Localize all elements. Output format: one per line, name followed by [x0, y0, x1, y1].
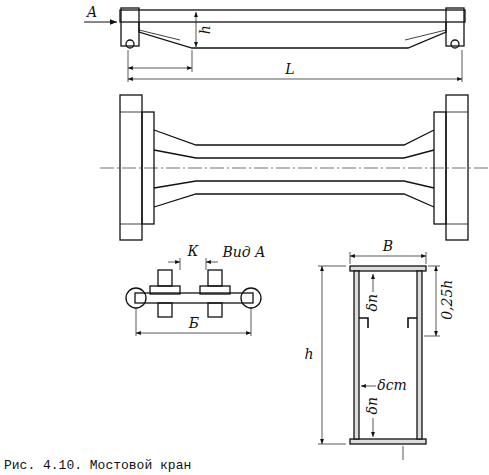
- drawing-label: h: [303, 347, 314, 362]
- crane-elevation: [84, 8, 465, 82]
- drawing-label: Вид А: [221, 245, 266, 260]
- drawing-label: 0,25h: [440, 279, 455, 321]
- drawing-label: В: [382, 239, 394, 254]
- girder-section: [318, 252, 440, 460]
- drawing-label: К: [187, 244, 200, 259]
- drawing-label: h: [198, 24, 213, 35]
- drawing-label: δп: [365, 396, 380, 415]
- figure-caption: Рис. 4.10. Мостовой кран: [4, 458, 191, 473]
- drawing-label: δст: [376, 378, 408, 393]
- drawing-label: Б: [188, 316, 200, 331]
- drawing-label: A: [86, 5, 98, 20]
- trolley-view: [126, 258, 261, 336]
- drawing-label: L: [284, 62, 295, 77]
- drawing-label: δп: [365, 293, 380, 312]
- crane-plan: [100, 95, 488, 240]
